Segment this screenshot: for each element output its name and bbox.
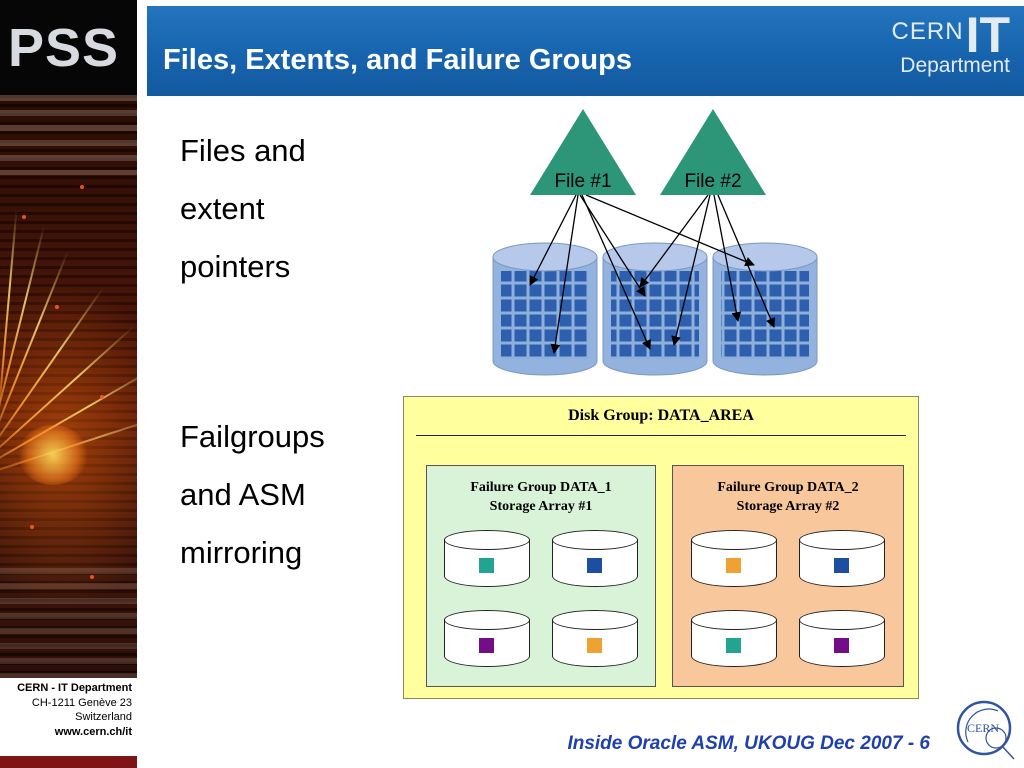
detector-event-image [0, 95, 137, 678]
cern-logo-badge: CERN [956, 700, 1015, 760]
collision-glow [18, 425, 88, 485]
disk-cylinder [799, 610, 885, 674]
disk-cylinder [552, 610, 638, 674]
asm-disk-cylinder [492, 242, 598, 376]
address-line: CH-1211 Genève 23 [31, 696, 132, 709]
pss-logo-text: PSS [8, 17, 120, 78]
label-line: and ASM [180, 477, 306, 512]
extent-pointer-arrows [529, 194, 776, 354]
website-link: www.cern.ch/it [54, 725, 132, 738]
disk-top [799, 530, 885, 550]
disk-group-box: Disk Group: DATA_AREA Failure Group DATA… [403, 396, 919, 699]
label-line: extent [180, 191, 265, 226]
cern-logo-text: CERN [891, 18, 964, 45]
disk-cylinder [691, 530, 777, 594]
cern-badge-text: CERN [967, 721, 999, 735]
label-line: pointers [180, 249, 291, 284]
disk-top [691, 530, 777, 550]
failgroups-label: Failgroups and ASM mirroring [180, 408, 325, 582]
failure-group-1-box: Failure Group DATA_1 Storage Array #1 [426, 465, 656, 687]
cern-it-logo: CERN IT Department [891, 7, 1010, 78]
disk-cylinder [799, 530, 885, 594]
hit-speck [100, 395, 104, 399]
storage-array-name: Storage Array #1 [489, 499, 593, 514]
sidebar-footer-bar [0, 756, 137, 768]
hit-speck [90, 575, 94, 579]
slide-title: Files, Extents, and Failure Groups [163, 44, 632, 76]
extent-marker [834, 558, 849, 573]
files-extent-label: Files and extent pointers [180, 122, 306, 296]
extent-marker [479, 558, 494, 573]
hit-speck [55, 305, 59, 309]
label-line: mirroring [180, 535, 303, 570]
disk-top [552, 610, 638, 630]
disk-grid [673, 530, 903, 674]
disk-cylinder [552, 530, 638, 594]
slide-footer-text: Inside Oracle ASM, UKOUG Dec 2007 - 6 [567, 733, 930, 754]
file1-label: File #1 [554, 171, 611, 192]
failure-group-name: Failure Group DATA_2 [717, 480, 859, 495]
detector-structure [0, 568, 137, 678]
label-line: Files and [180, 133, 306, 168]
pss-logo: PSS [0, 0, 137, 95]
hit-speck [80, 185, 84, 189]
extent-marker [587, 558, 602, 573]
disk-top [444, 610, 530, 630]
disk-top [691, 610, 777, 630]
address-line: CERN - IT Department [17, 682, 132, 694]
failure-group-1-title: Failure Group DATA_1 Storage Array #1 [427, 466, 655, 516]
hit-speck [30, 525, 34, 529]
storage-array-name: Storage Array #2 [736, 499, 840, 514]
disk-cylinder [444, 530, 530, 594]
file2-triangle [660, 109, 766, 195]
disk-top [552, 530, 638, 550]
extent-marker [834, 638, 849, 653]
department-logo-text: Department [900, 53, 1010, 77]
disk-grid [427, 530, 655, 674]
hit-speck [22, 215, 26, 219]
failure-group-2-title: Failure Group DATA_2 Storage Array #2 [673, 466, 903, 516]
extent-marker [479, 638, 494, 653]
detector-structure [0, 95, 137, 175]
asm-disk-cylinder [712, 242, 818, 376]
disk-top [444, 530, 530, 550]
extent-marker [726, 558, 741, 573]
label-line: Failgroups [180, 419, 325, 454]
disk-top [799, 610, 885, 630]
it-logo-text: IT [965, 7, 1010, 63]
file2-label: File #2 [684, 171, 741, 192]
disk-cylinder [444, 610, 530, 674]
failure-group-name: Failure Group DATA_1 [470, 480, 612, 495]
failure-group-2-box: Failure Group DATA_2 Storage Array #2 [672, 465, 904, 687]
address-line: Switzerland [75, 711, 132, 723]
file1-triangle [530, 109, 636, 195]
title-divider [416, 435, 906, 436]
sidebar-address: CERN - IT Department CH-1211 Genève 23 S… [0, 678, 137, 756]
files-extents-diagram: File #1 File #2 [492, 109, 818, 376]
sidebar: PSS CERN - IT Department CH-1211 Genève … [0, 0, 137, 768]
slide-header: Files, Extents, and Failure Groups CERN … [147, 6, 1024, 96]
asm-disk-cylinder [602, 242, 708, 376]
disk-group-title: Disk Group: DATA_AREA [568, 407, 754, 424]
extent-marker [726, 638, 741, 653]
extent-marker [587, 638, 602, 653]
disk-cylinder [691, 610, 777, 674]
